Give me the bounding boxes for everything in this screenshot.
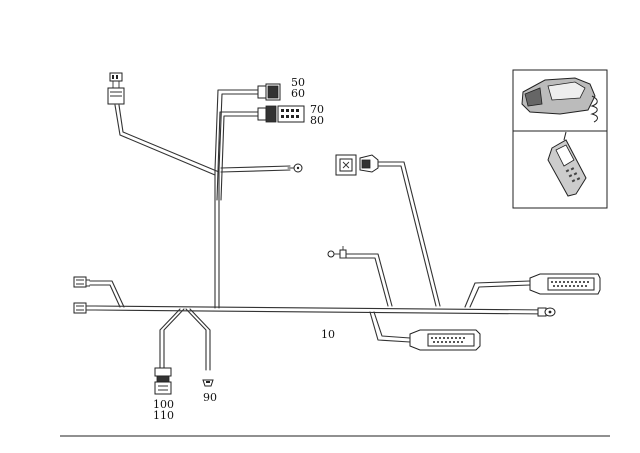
callout-10: 10 — [321, 328, 335, 341]
vertical-branch — [114, 89, 291, 309]
connector-90 — [202, 379, 214, 387]
top-left-connector — [107, 72, 125, 105]
callout-100: 100 — [153, 398, 174, 411]
phone-cradle-icon — [521, 77, 598, 123]
left-upper-connector — [73, 276, 125, 308]
main-harness-trunk — [94, 305, 551, 315]
connector-70-80 — [257, 105, 305, 123]
ring-terminal-upper — [287, 163, 303, 173]
lower-left-branches — [159, 308, 211, 371]
callout-80: 80 — [310, 114, 324, 127]
left-lower-connector — [73, 302, 95, 314]
lower-right-branch — [369, 311, 481, 351]
callout-70: 70 — [310, 103, 324, 116]
connector-50-60 — [257, 83, 281, 101]
phone-handset-icon — [547, 131, 587, 197]
callout-110: 110 — [153, 409, 174, 422]
center-connector — [335, 154, 441, 307]
connector-100-110 — [154, 367, 172, 395]
right-upper-branch — [464, 273, 601, 308]
ring-terminal-right — [537, 307, 556, 317]
callout-50: 50 — [291, 76, 305, 89]
callout-90: 90 — [203, 391, 217, 404]
callout-60: 60 — [291, 87, 305, 100]
sensor-branch — [327, 246, 393, 307]
